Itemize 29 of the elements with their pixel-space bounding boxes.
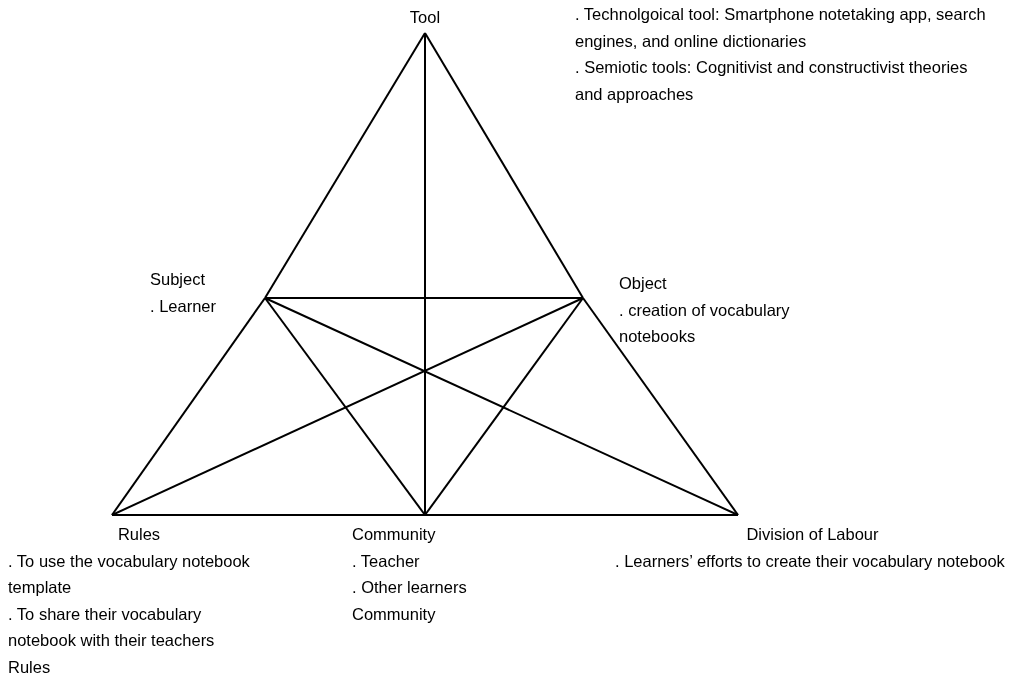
triangle-line (111, 297, 266, 516)
triangle-line (582, 297, 739, 516)
triangle-line (111, 514, 426, 516)
triangle-line (264, 32, 426, 299)
triangle-line (424, 297, 584, 516)
triangle-line (424, 32, 426, 516)
vertex-note: . creation of vocabulary notebooks (619, 299, 791, 347)
triangle-line (424, 514, 739, 516)
vertex-note: Community (352, 603, 436, 625)
note-text: . Technolgoical tool: Smartphone notetaking app, search engines, and online dictionaries (575, 4, 987, 52)
vertex-note: . To share their vocabulary notebook with their teachers (8, 603, 216, 651)
vertex-heading: Rules (117, 524, 161, 545)
triangle-line (424, 32, 584, 299)
vertex-note: . Learner (150, 295, 217, 317)
triangle-line (264, 297, 739, 516)
vertex-heading: Division of Labour (746, 524, 879, 545)
vertex-note: . Other learners (352, 577, 467, 598)
vertex-heading: Subject (150, 269, 207, 290)
vertex-heading: Tool (409, 7, 441, 28)
vertex-heading: Community (352, 524, 437, 545)
note-text: . Semiotic tools: Cognitivist and constructivist theories and approaches (575, 57, 969, 105)
triangle-line (264, 297, 584, 299)
triangle-line (264, 297, 426, 516)
triangle-line (111, 297, 584, 516)
vertex-note: . Teacher (352, 550, 420, 572)
vertex-note: . To use the vocabulary notebook template (8, 550, 251, 598)
vertex-note: . Learners’ efforts to create their vocabulary notebook (615, 550, 1005, 572)
vertex-heading: Object (619, 273, 668, 294)
vertex-note: Rules (8, 656, 51, 678)
